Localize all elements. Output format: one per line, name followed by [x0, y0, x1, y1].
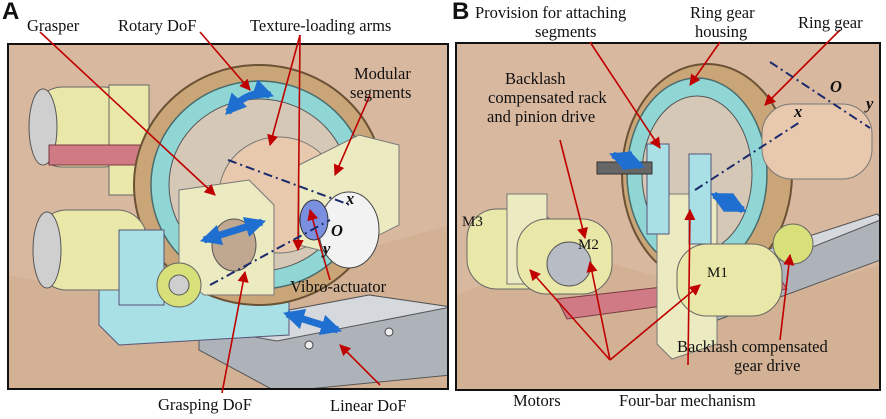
axis-y-b: y	[866, 94, 874, 113]
motor-m1	[676, 223, 814, 317]
label-ring-gear: Ring gear	[798, 13, 863, 32]
label-texture-loading-arms: Texture-loading arms	[250, 16, 392, 35]
axis-x-a: x	[346, 189, 355, 208]
label-rack-line1: Backlash	[505, 69, 566, 88]
label-linear-dof: Linear DoF	[330, 396, 407, 415]
label-gear-drive-line2: gear drive	[734, 356, 801, 375]
label-rotary-dof: Rotary DoF	[118, 16, 197, 35]
four-bar-arms	[596, 143, 712, 245]
label-m2: M2	[578, 237, 599, 253]
label-provision-line1: Provision for attaching	[475, 3, 627, 22]
label-grasper: Grasper	[27, 16, 80, 35]
label-motors: Motors	[513, 391, 561, 410]
label-four-bar-mechanism: Four-bar mechanism	[619, 391, 756, 410]
rear-housing-b	[761, 103, 873, 180]
label-ring-gear-housing-line2: housing	[695, 22, 748, 41]
rear-motor	[28, 84, 150, 196]
label-provision-line2: segments	[535, 22, 597, 41]
axis-y-a: y	[323, 239, 331, 258]
axis-x-b: x	[794, 102, 803, 121]
label-rack-line3: and pinion drive	[487, 107, 596, 126]
label-segments-a: segments	[350, 83, 412, 102]
panel-b-letter: B	[452, 0, 470, 25]
motor-m2	[516, 218, 613, 295]
label-m1: M1	[707, 265, 728, 281]
axis-origin-a: O	[331, 221, 343, 240]
label-grasping-dof: Grasping DoF	[158, 395, 252, 414]
label-m3: M3	[462, 214, 483, 230]
panel-a-letter: A	[2, 0, 20, 25]
label-modular: Modular	[354, 64, 411, 83]
label-ring-gear-housing-line1: Ring gear	[690, 3, 755, 22]
axis-origin-b: O	[830, 77, 842, 96]
label-rack-line2: compensated rack	[488, 88, 607, 107]
label-gear-drive-line1: Backlash compensated	[677, 337, 828, 356]
front-motor	[32, 209, 202, 308]
label-vibro-actuator: Vibro-actuator	[290, 277, 387, 296]
